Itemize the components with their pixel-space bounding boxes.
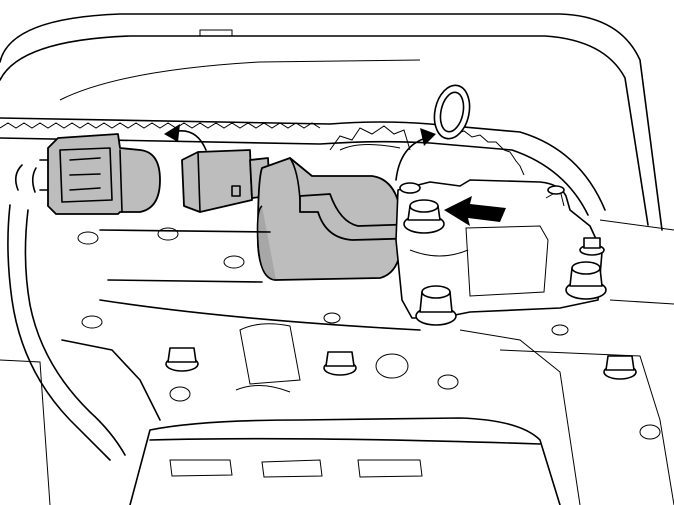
bolt-heads-background [165,347,637,380]
engine-cover-outline [0,13,663,231]
wiring-harness [7,164,126,461]
curved-arrow-icon [395,128,436,181]
valve-housing [395,179,603,319]
engine-block [0,219,674,505]
sensor-connector [181,149,271,213]
bolt-top [403,199,445,234]
curved-arrow-icon [164,124,207,151]
bolt-lower [415,285,457,326]
bolt-right [565,261,607,300]
sprocket-gear [329,125,411,151]
o-ring-seal [433,84,471,140]
actuator-solenoid [256,157,425,281]
solid-arrow-icon [444,196,506,226]
harness-connector-left [39,133,161,215]
bolt-upper-right [579,237,605,256]
timing-belt [0,117,606,216]
bolt-small-top [399,182,565,195]
